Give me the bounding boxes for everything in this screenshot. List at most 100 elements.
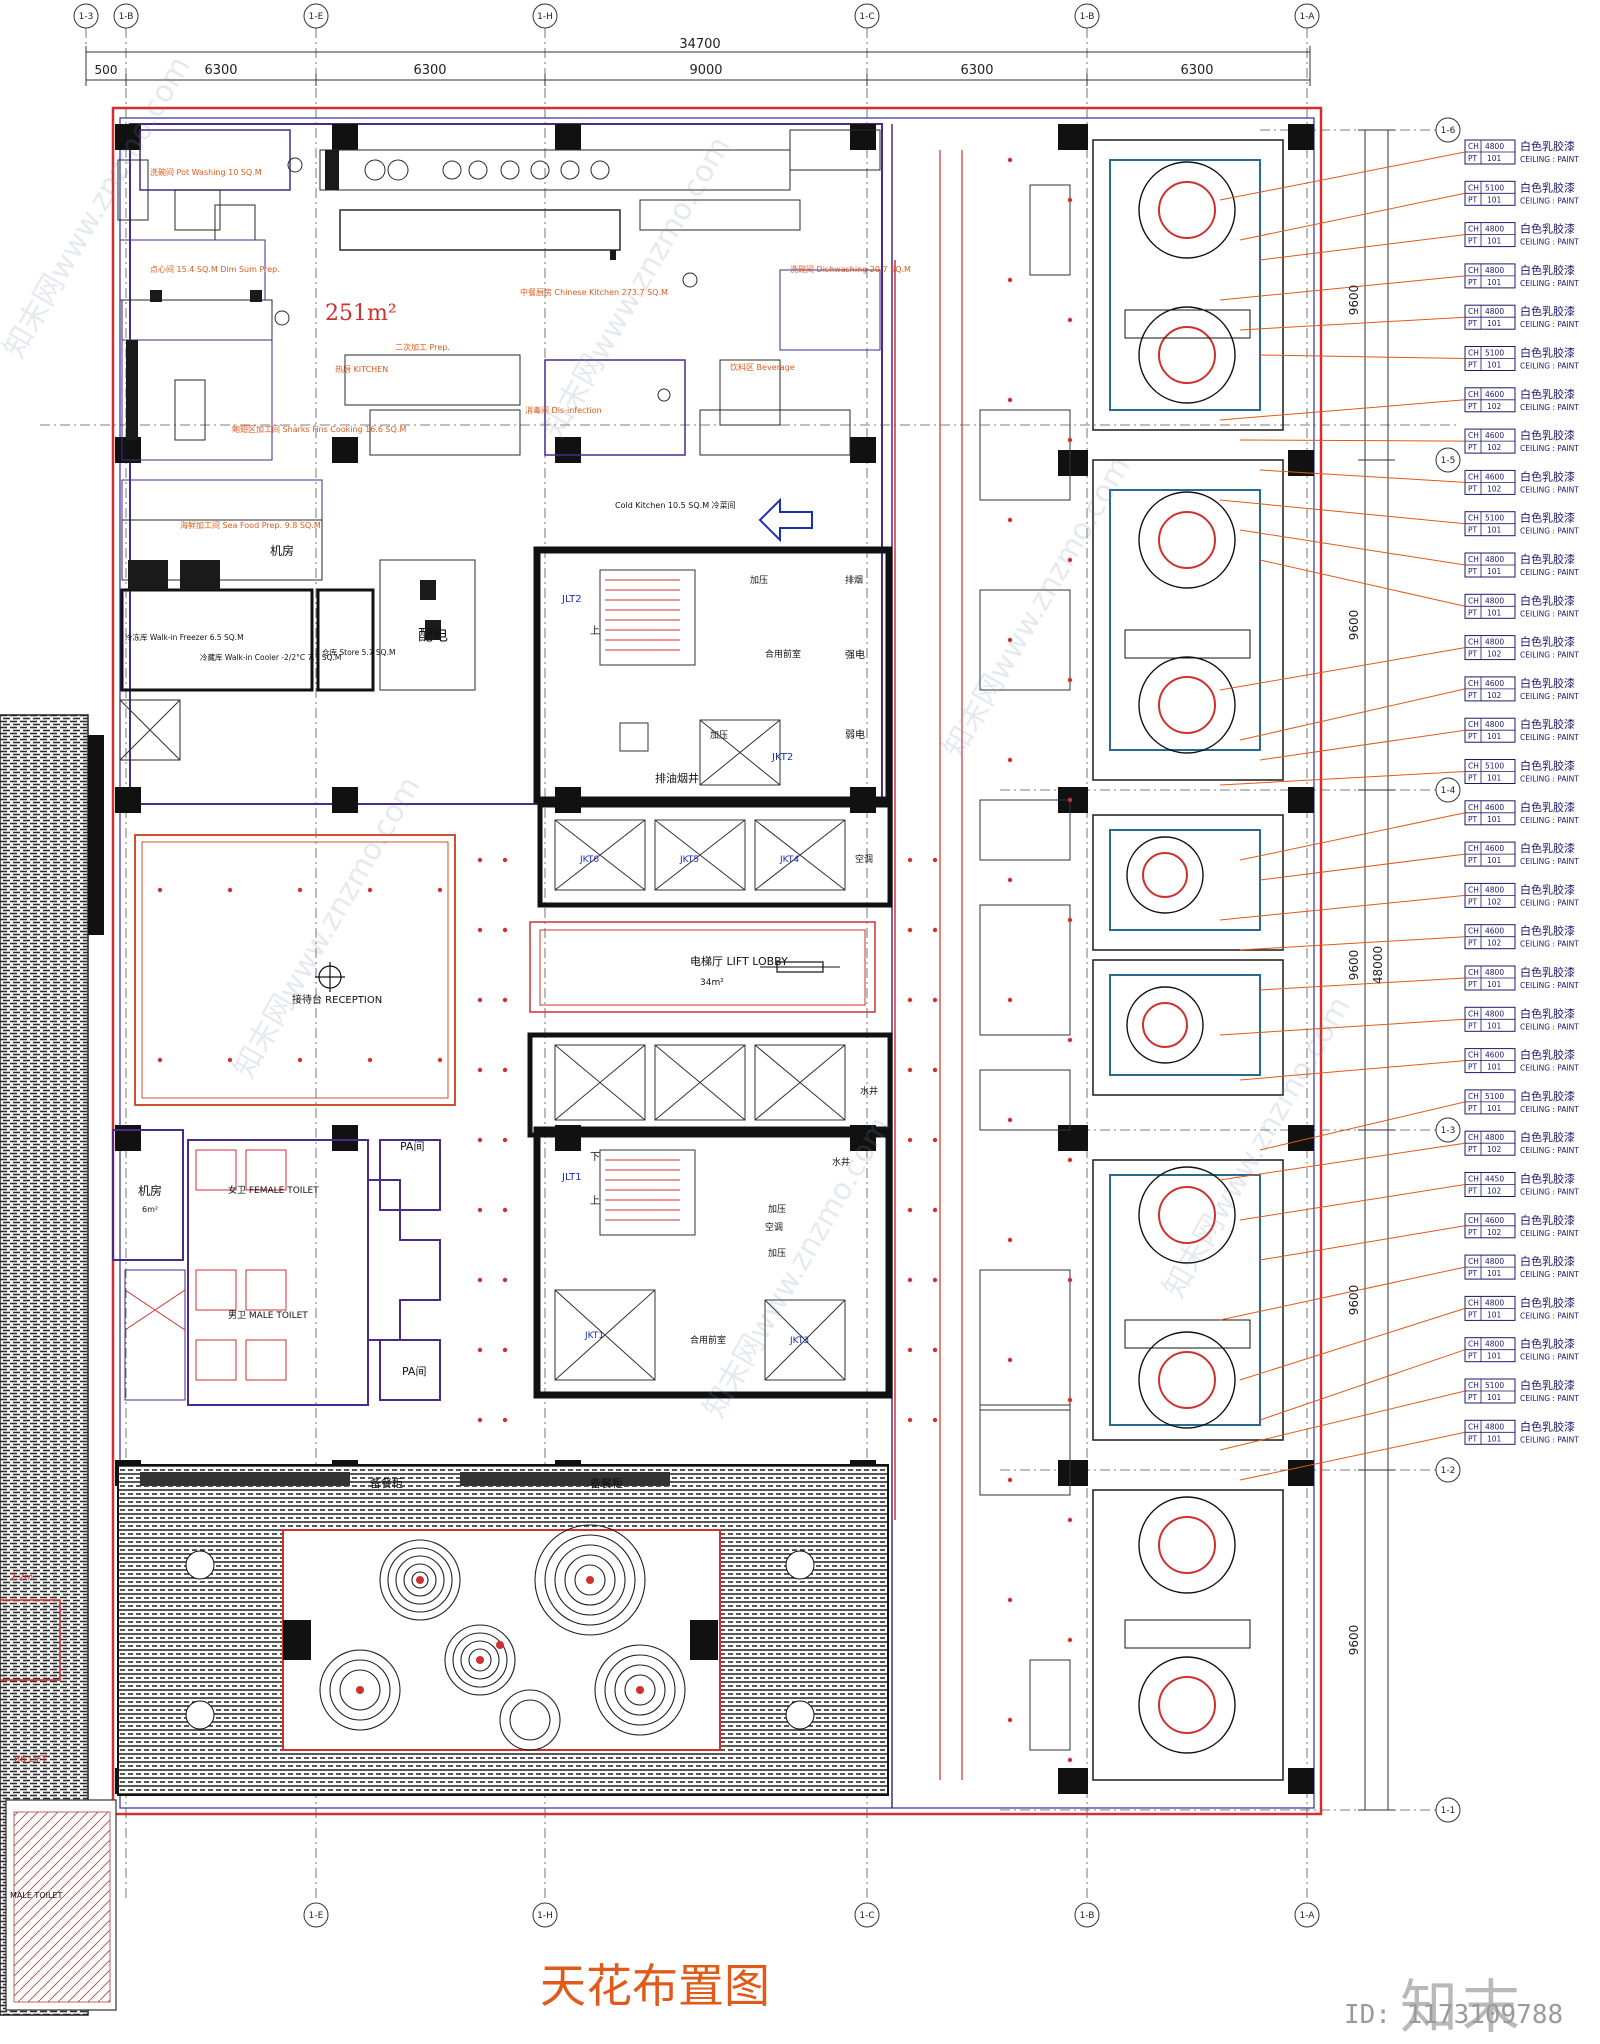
ceiling-light-dot <box>932 1347 938 1353</box>
tag-paint-code: 102 <box>1487 691 1502 700</box>
elevator-code: JKT5 <box>679 855 699 865</box>
ceiling-light-dot <box>907 1347 913 1353</box>
grid-right-label: 1-6 <box>1441 126 1456 136</box>
grid-top-label: 1-H <box>537 12 553 22</box>
label-buffet-left: 备餐柜 <box>370 1476 403 1490</box>
tag-material-cn: 白色乳胶漆 <box>1520 1295 1575 1309</box>
tag-code-ch: CH <box>1468 596 1479 605</box>
tag-material-en: CEILING : PAINT <box>1520 527 1579 536</box>
room-dim-sum: 点心间 15.4 SQ.M Dim Sum Prep. <box>150 265 280 274</box>
dim-side: 9600 <box>1347 950 1361 981</box>
tag-material-en: CEILING : PAINT <box>1520 609 1579 618</box>
tag-height: 4800 <box>1485 638 1504 647</box>
tag-leader <box>1219 151 1466 201</box>
tag-height: 4800 <box>1485 266 1504 275</box>
room-pa-top: PA间 <box>400 1140 424 1153</box>
tag-code-pt: PT <box>1468 1187 1478 1196</box>
tag-code-pt: PT <box>1468 361 1478 370</box>
ceiling-light-dot <box>932 1277 938 1283</box>
tag-code-ch: CH <box>1468 349 1479 358</box>
ceiling-light-dot <box>477 927 483 933</box>
dim-side: 9600 <box>1347 610 1361 641</box>
ceiling-light-dot <box>932 1137 938 1143</box>
grid-bottom-label: 1-H <box>537 1911 553 1921</box>
ceiling-light-dot <box>1067 437 1073 443</box>
ceiling-light-dot <box>1067 197 1073 203</box>
tag-code-ch: CH <box>1468 1422 1479 1431</box>
tag-leader <box>1239 812 1466 861</box>
tag-material-cn: 白色乳胶漆 <box>1520 676 1575 690</box>
tag-code-pt: PT <box>1468 1145 1478 1154</box>
label-water-shaft-2: 水井 <box>832 1156 850 1168</box>
tag-material-cn: 白色乳胶漆 <box>1520 139 1575 153</box>
dim-top: 6300 <box>960 63 993 78</box>
tag-material-cn: 白色乳胶漆 <box>1520 1419 1575 1433</box>
ceiling-light-dot <box>1067 317 1073 323</box>
tag-code-pt: PT <box>1468 980 1478 989</box>
label-down-1: 下 <box>590 1152 600 1163</box>
tag-paint-code: 101 <box>1487 1310 1502 1319</box>
room-pot-washing: 洗碗间 Pot Washing 10 SQ.M <box>150 167 262 177</box>
kitchen-zone <box>117 129 881 761</box>
tag-material-cn: 白色乳胶漆 <box>1520 635 1575 649</box>
tag-paint-code: 101 <box>1487 774 1502 783</box>
tag-leader <box>1219 1142 1466 1181</box>
watermark-text: 知末网www.znzmo.com <box>0 51 198 364</box>
tag-paint-code: 101 <box>1487 278 1502 287</box>
tag-leader <box>1239 1060 1466 1081</box>
tag-height: 4600 <box>1485 1051 1504 1060</box>
tag-material-en: CEILING : PAINT <box>1520 320 1579 329</box>
room-reception: 接待台 RECEPTION <box>292 993 382 1006</box>
tag-code-ch: CH <box>1468 390 1479 399</box>
dim-top: 9000 <box>689 63 722 78</box>
tag-paint-code: 101 <box>1487 195 1502 204</box>
tag-code-pt: PT <box>1468 650 1478 659</box>
kitchen-equipment <box>126 150 616 640</box>
grid-right-label: 1-1 <box>1441 1806 1456 1816</box>
room-machine: 机房 <box>138 1183 162 1198</box>
tag-material-cn: 白色乳胶漆 <box>1520 428 1575 442</box>
dim-side-total: 48000 <box>1371 946 1385 984</box>
ceiling-light-dot <box>907 1417 913 1423</box>
ceiling-light-dot <box>1007 277 1013 283</box>
tag-material-cn: 白色乳胶漆 <box>1520 1048 1575 1062</box>
tag-code-ch: CH <box>1468 1133 1479 1142</box>
tag-code-pt: PT <box>1468 939 1478 948</box>
tag-material-cn: 白色乳胶漆 <box>1520 387 1575 401</box>
tag-material-en: CEILING : PAINT <box>1520 1022 1579 1031</box>
tag-material-cn: 白色乳胶漆 <box>1520 965 1575 979</box>
tag-leader <box>1239 936 1466 951</box>
tag-paint-code: 102 <box>1487 402 1502 411</box>
tag-leader <box>1219 275 1466 301</box>
tag-code-ch: CH <box>1468 885 1479 894</box>
ceiling-light-dot <box>157 1057 163 1063</box>
tag-code-pt: PT <box>1468 815 1478 824</box>
tag-height: 5100 <box>1485 1092 1504 1101</box>
ceiling-light-dot <box>907 857 913 863</box>
tag-code-pt: PT <box>1468 1310 1478 1319</box>
tag-paint-code: 102 <box>1487 1187 1502 1196</box>
grid-bubbles <box>73 3 1461 1928</box>
drawing-title: 天花布置图 <box>540 1959 770 2013</box>
tag-height: 4600 <box>1485 927 1504 936</box>
tag-material-en: CEILING : PAINT <box>1520 651 1579 660</box>
stair-code-1: JLT2 <box>561 594 582 605</box>
grid-bottom-label: 1-B <box>1080 1911 1095 1921</box>
tag-code-pt: PT <box>1468 1228 1478 1237</box>
grid-top-label: 1-B <box>1080 12 1095 22</box>
tag-material-en: CEILING : PAINT <box>1520 568 1579 577</box>
tag-height: 4600 <box>1485 390 1504 399</box>
tag-leader <box>1219 1266 1466 1321</box>
tag-paint-code: 101 <box>1487 526 1502 535</box>
tag-paint-code: 101 <box>1487 1104 1502 1113</box>
tag-leader <box>1259 853 1466 881</box>
ceiling-light-dot <box>367 887 373 893</box>
